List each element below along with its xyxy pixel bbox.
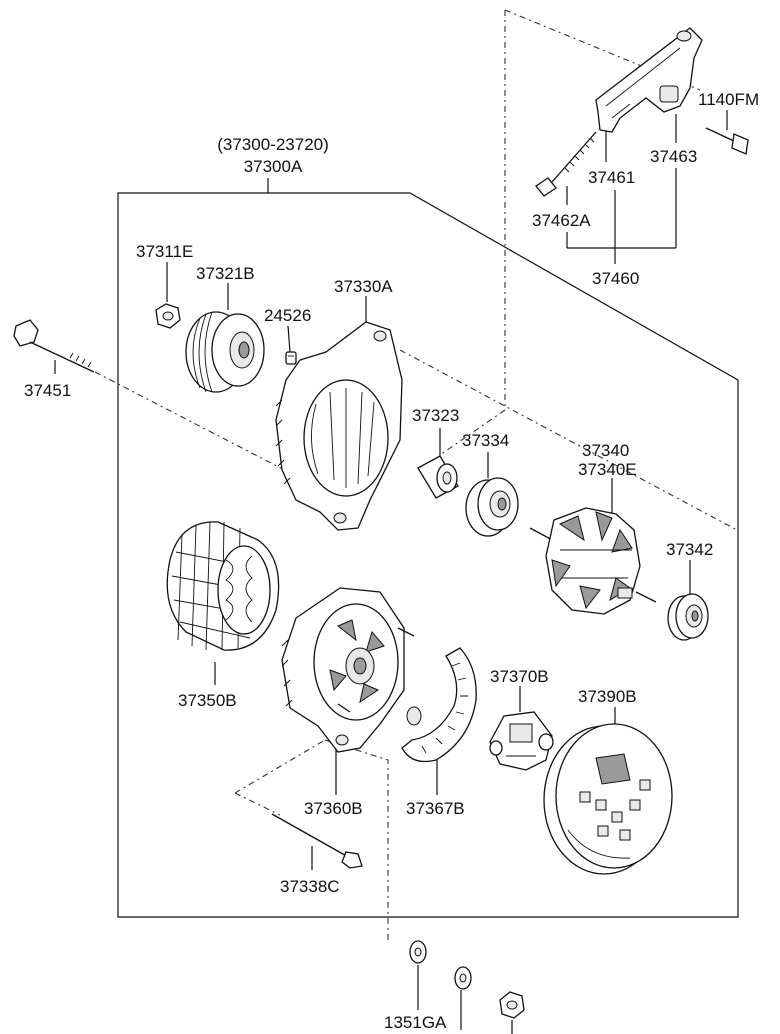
pulley-37321b[interactable] [185, 311, 265, 393]
label-37460[interactable]: 37460 [592, 269, 639, 288]
spring-washer[interactable] [454, 966, 472, 990]
label-37334[interactable]: 37334 [462, 431, 509, 450]
label-1140fm[interactable]: 1140FM [698, 90, 759, 109]
rear-bracket-37360b[interactable] [281, 587, 415, 753]
spacer-37323[interactable] [417, 455, 459, 499]
label-37390b[interactable]: 37390B [578, 687, 637, 706]
bearing-37342[interactable] [667, 593, 709, 641]
assembly-label: 37300A [244, 157, 303, 176]
bolt-1140fm[interactable] [705, 127, 749, 155]
label-37321b[interactable]: 37321B [196, 264, 255, 283]
leader-lines [54, 110, 728, 1034]
rotor-37340[interactable] [529, 507, 657, 615]
label-1351ga[interactable]: 1351GA [384, 1013, 447, 1032]
bolt-37451[interactable] [13, 319, 95, 373]
bearing-37334[interactable] [465, 477, 519, 537]
front-bracket-37330a[interactable] [275, 321, 403, 531]
label-37350b[interactable]: 37350B [178, 691, 237, 710]
bracket-37461[interactable] [595, 27, 703, 133]
label-37367b[interactable]: 37367B [406, 799, 465, 818]
label-37360b[interactable]: 37360B [304, 799, 363, 818]
label-37370b[interactable]: 37370B [490, 667, 549, 686]
bolt-37462a[interactable] [535, 131, 597, 197]
assembly-boundary [117, 178, 739, 918]
washer-1351ga[interactable] [409, 940, 427, 964]
alignment-lines [94, 9, 738, 940]
label-37338c[interactable]: 37338C [280, 877, 340, 896]
label-37340[interactable]: 37340 [582, 441, 629, 460]
label-24526[interactable]: 24526 [264, 306, 311, 325]
bolt-37338c[interactable] [271, 813, 363, 869]
part-labels: (37300-23720) 37300A 1140FM 37463 37461 … [24, 90, 759, 1032]
hex-nut[interactable] [499, 991, 525, 1019]
assembly-range-label: (37300-23720) [217, 135, 329, 154]
label-37463[interactable]: 37463 [650, 147, 697, 166]
rectifier-37367b[interactable] [401, 647, 477, 763]
label-37340e[interactable]: 37340E [578, 460, 637, 479]
label-37323[interactable]: 37323 [412, 406, 459, 425]
label-37451[interactable]: 37451 [24, 381, 71, 400]
label-37311e[interactable]: 37311E [136, 242, 193, 261]
stator-37350b[interactable] [166, 521, 280, 651]
rear-cover-37390b[interactable] [543, 723, 673, 875]
label-37461[interactable]: 37461 [588, 168, 635, 187]
label-37462a[interactable]: 37462A [532, 211, 591, 230]
screw-24526[interactable] [285, 351, 297, 365]
regulator-37370b[interactable] [489, 711, 554, 771]
label-37330a[interactable]: 37330A [334, 277, 393, 296]
label-37342[interactable]: 37342 [666, 540, 713, 559]
nut-37311e[interactable] [155, 303, 181, 329]
